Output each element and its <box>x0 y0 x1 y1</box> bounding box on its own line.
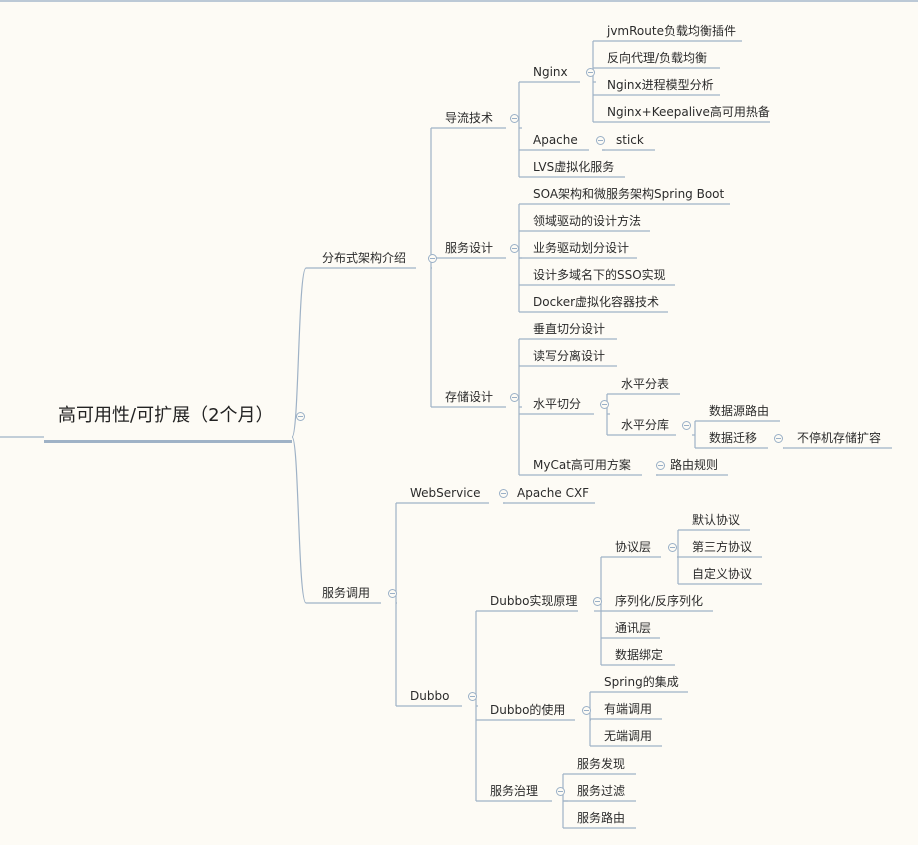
node-mycat[interactable]: MyCat高可用方案 <box>533 458 631 472</box>
node-filter[interactable]: 服务过滤 <box>577 784 626 798</box>
collapse-toggle-icon[interactable] <box>656 461 665 470</box>
collapse-toggle-icon[interactable] <box>468 692 477 701</box>
node-data-binding[interactable]: 数据绑定 <box>615 648 664 662</box>
node-distributed[interactable]: 分布式架构介绍 <box>322 251 407 265</box>
collapse-toggle-icon[interactable] <box>668 543 677 552</box>
node-dubbo-principle[interactable]: Dubbo实现原理 <box>490 594 578 608</box>
node-apache-cxf[interactable]: Apache CXF <box>517 486 590 500</box>
node-serialization[interactable]: 序列化/反序列化 <box>615 594 704 608</box>
root-node-underline[interactable] <box>44 404 292 443</box>
collapse-toggle-icon[interactable] <box>499 489 508 498</box>
root-connector-service-call <box>291 436 307 604</box>
node-ddd[interactable]: 领域驱动的设计方法 <box>533 214 642 228</box>
node-nginx[interactable]: Nginx <box>533 65 568 79</box>
collapse-toggle-icon[interactable] <box>593 597 602 606</box>
collapse-toggle-icon[interactable] <box>296 412 305 421</box>
node-sso[interactable]: 设计多域名下的SSO实现 <box>533 268 666 282</box>
node-service-call[interactable]: 服务调用 <box>322 586 371 600</box>
node-discovery[interactable]: 服务发现 <box>577 757 626 771</box>
node-business-split[interactable]: 业务驱动划分设计 <box>533 241 630 255</box>
node-protocol-layer[interactable]: 协议层 <box>615 540 652 554</box>
node-nginx-process[interactable]: Nginx进程模型分析 <box>607 78 714 92</box>
collapse-toggle-icon[interactable] <box>682 421 691 430</box>
collapse-toggle-icon[interactable] <box>586 68 595 77</box>
node-dubbo-usage[interactable]: Dubbo的使用 <box>490 703 566 717</box>
collapse-toggle-icon[interactable] <box>388 589 397 598</box>
node-route-rules[interactable]: 路由规则 <box>670 458 719 472</box>
node-data-migration[interactable]: 数据迁移 <box>709 431 758 445</box>
node-comm-layer[interactable]: 通讯层 <box>615 621 652 635</box>
node-horiz-table[interactable]: 水平分表 <box>621 377 670 391</box>
node-spring-integration[interactable]: Spring的集成 <box>604 675 679 689</box>
node-storage-design[interactable]: 存储设计 <box>445 390 494 404</box>
node-datasource-route[interactable]: 数据源路由 <box>709 404 770 418</box>
node-traffic[interactable]: 导流技术 <box>445 111 494 125</box>
collapse-toggle-icon[interactable] <box>510 393 519 402</box>
node-jvmroute[interactable]: jvmRoute负载均衡插件 <box>607 24 736 38</box>
node-service-design[interactable]: 服务设计 <box>445 241 494 255</box>
node-rw-split[interactable]: 读写分离设计 <box>533 349 606 363</box>
node-routing[interactable]: 服务路由 <box>577 811 626 825</box>
node-default-protocol[interactable]: 默认协议 <box>692 513 741 527</box>
collapse-toggle-icon[interactable] <box>428 254 437 263</box>
node-webservice[interactable]: WebService <box>410 486 481 500</box>
node-custom-protocol[interactable]: 自定义协议 <box>692 567 753 581</box>
root-node-label[interactable]: 高可用性/可扩展（2个月） <box>58 405 274 426</box>
collapse-toggle-icon[interactable] <box>596 136 605 145</box>
collapse-toggle-icon[interactable] <box>600 400 609 409</box>
window-top-border <box>0 0 918 2</box>
node-no-downtime[interactable]: 不停机存储扩容 <box>797 431 882 445</box>
node-without-registry[interactable]: 无端调用 <box>604 729 653 743</box>
root-connector-distributed <box>291 267 307 438</box>
node-with-registry[interactable]: 有端调用 <box>604 702 653 716</box>
collapse-toggle-icon[interactable] <box>510 244 519 253</box>
node-third-protocol[interactable]: 第三方协议 <box>692 540 753 554</box>
node-horizontal-split[interactable]: 水平切分 <box>533 397 582 411</box>
collapse-toggle-icon[interactable] <box>510 114 519 123</box>
node-stick[interactable]: stick <box>616 133 644 147</box>
collapse-toggle-icon[interactable] <box>556 787 565 796</box>
node-lvs[interactable]: LVS虚拟化服务 <box>533 160 615 174</box>
node-reverse-proxy[interactable]: 反向代理/负载均衡 <box>607 51 708 65</box>
node-governance[interactable]: 服务治理 <box>490 784 539 798</box>
node-soa[interactable]: SOA架构和微服务架构Spring Boot <box>533 187 725 201</box>
node-apache[interactable]: Apache <box>533 133 578 147</box>
node-vertical-split[interactable]: 垂直切分设计 <box>533 322 606 336</box>
node-dubbo[interactable]: Dubbo <box>410 689 450 703</box>
collapse-toggle-icon[interactable] <box>582 706 591 715</box>
node-nginx-keepalive[interactable]: Nginx+Keepalive高可用热备 <box>607 105 770 119</box>
node-horiz-db[interactable]: 水平分库 <box>621 418 670 432</box>
node-docker[interactable]: Docker虚拟化容器技术 <box>533 295 660 309</box>
collapse-toggle-icon[interactable] <box>774 434 783 443</box>
